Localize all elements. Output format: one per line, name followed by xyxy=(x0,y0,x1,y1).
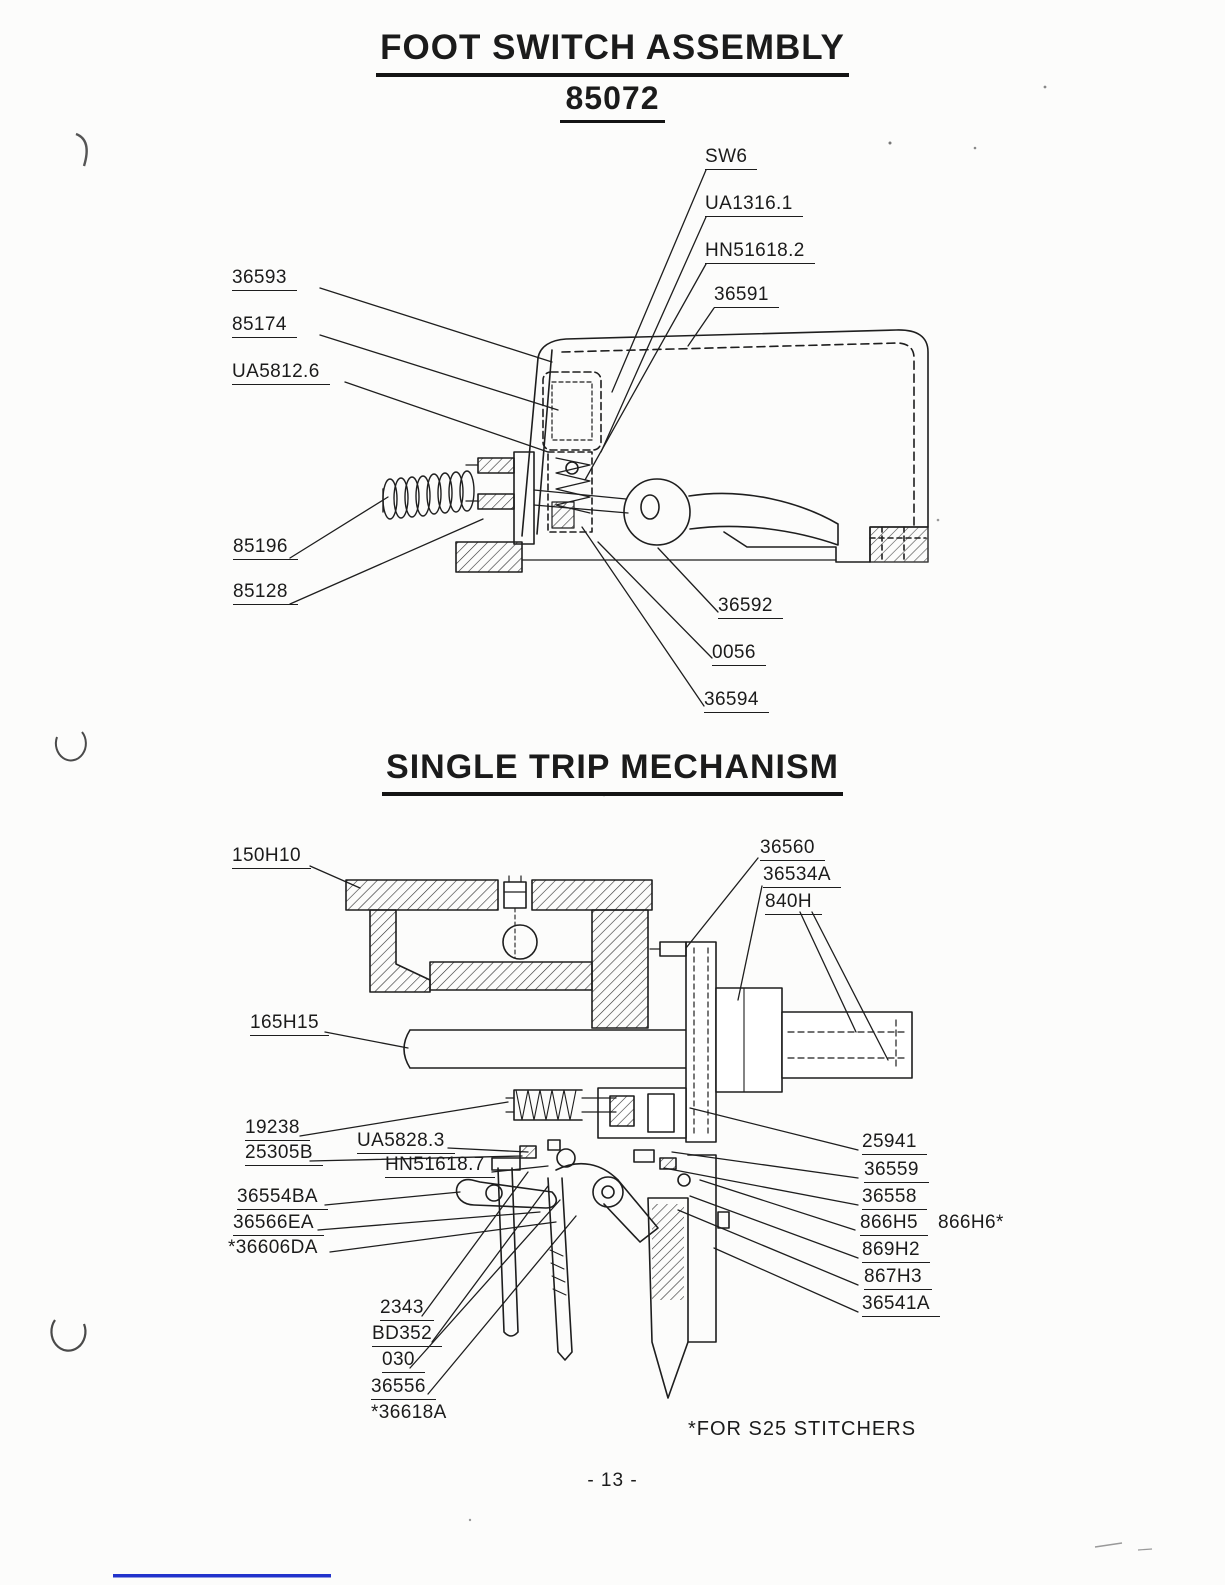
single-trip-drawing xyxy=(345,875,913,1399)
part-label-36618a: *36618A xyxy=(371,1402,447,1423)
part-label-19238: 19238 xyxy=(245,1117,310,1141)
blue-line-artifact xyxy=(113,1574,331,1578)
part-label-36606da: *36606DA xyxy=(228,1237,318,1258)
scan-artifacts xyxy=(50,85,1153,1578)
part-label-36566ea: 36566EA xyxy=(233,1212,324,1236)
part-label-85196: 85196 xyxy=(233,536,298,560)
part-label-0056: 0056 xyxy=(712,642,766,666)
section-header: SINGLE TRIP MECHANISM xyxy=(0,748,1225,796)
part-label-85174: 85174 xyxy=(232,314,297,338)
part-label-ua5828-3: UA5828.3 xyxy=(357,1130,455,1154)
part-label-36559: 36559 xyxy=(864,1159,929,1183)
part-label-36591: 36591 xyxy=(714,284,779,308)
part-label-2343: 2343 xyxy=(380,1297,434,1321)
part-label-ua5812-6: UA5812.6 xyxy=(232,361,330,385)
part-label-866h5: 866H5 xyxy=(860,1212,928,1236)
part-label-840h: 840H xyxy=(765,891,823,915)
part-label-sw6: SW6 xyxy=(705,146,758,170)
part-label-36560: 36560 xyxy=(760,837,825,861)
page-header: FOOT SWITCH ASSEMBLY xyxy=(0,28,1225,77)
footnote: *FOR S25 STITCHERS xyxy=(688,1418,917,1440)
part-label-030: 030 xyxy=(382,1349,425,1373)
part-label-hn51618-2: HN51618.2 xyxy=(705,240,815,264)
part-label-867h3: 867H3 xyxy=(864,1266,932,1290)
coil-spring xyxy=(382,470,475,520)
part-label-36593: 36593 xyxy=(232,267,297,291)
assembly-number-row: 85072 xyxy=(0,80,1225,123)
page-title: FOOT SWITCH ASSEMBLY xyxy=(376,28,849,77)
part-label-85128: 85128 xyxy=(233,581,298,605)
part-label-bd352: BD352 xyxy=(372,1323,443,1347)
foot-switch-leader-lines xyxy=(289,169,719,707)
foot-switch-drawing xyxy=(382,329,929,573)
part-label-866h6: 866H6* xyxy=(938,1212,1004,1233)
part-label-36592: 36592 xyxy=(718,595,783,619)
part-label-36594: 36594 xyxy=(704,689,769,713)
part-label-hn51618-7: HN51618.7 xyxy=(385,1154,495,1178)
part-label-36554ba: 36554BA xyxy=(237,1186,328,1210)
part-label-25305b: 25305B xyxy=(245,1142,323,1166)
page-number: - 13 - xyxy=(587,1470,638,1491)
assembly-number: 85072 xyxy=(559,80,666,123)
part-label-36541a: 36541A xyxy=(862,1293,940,1317)
section-title-single-trip: SINGLE TRIP MECHANISM xyxy=(382,748,843,796)
single-trip-leader-lines xyxy=(299,857,889,1395)
part-label-150h10: 150H10 xyxy=(232,845,311,869)
part-label-36534a: 36534A xyxy=(763,864,841,888)
part-label-36558: 36558 xyxy=(862,1186,927,1210)
part-label-25941: 25941 xyxy=(862,1131,927,1155)
part-label-36556: 36556 xyxy=(371,1376,436,1400)
part-label-869h2: 869H2 xyxy=(862,1239,930,1263)
part-label-ua1316-1: UA1316.1 xyxy=(705,193,803,217)
part-label-165h15: 165H15 xyxy=(250,1012,329,1036)
